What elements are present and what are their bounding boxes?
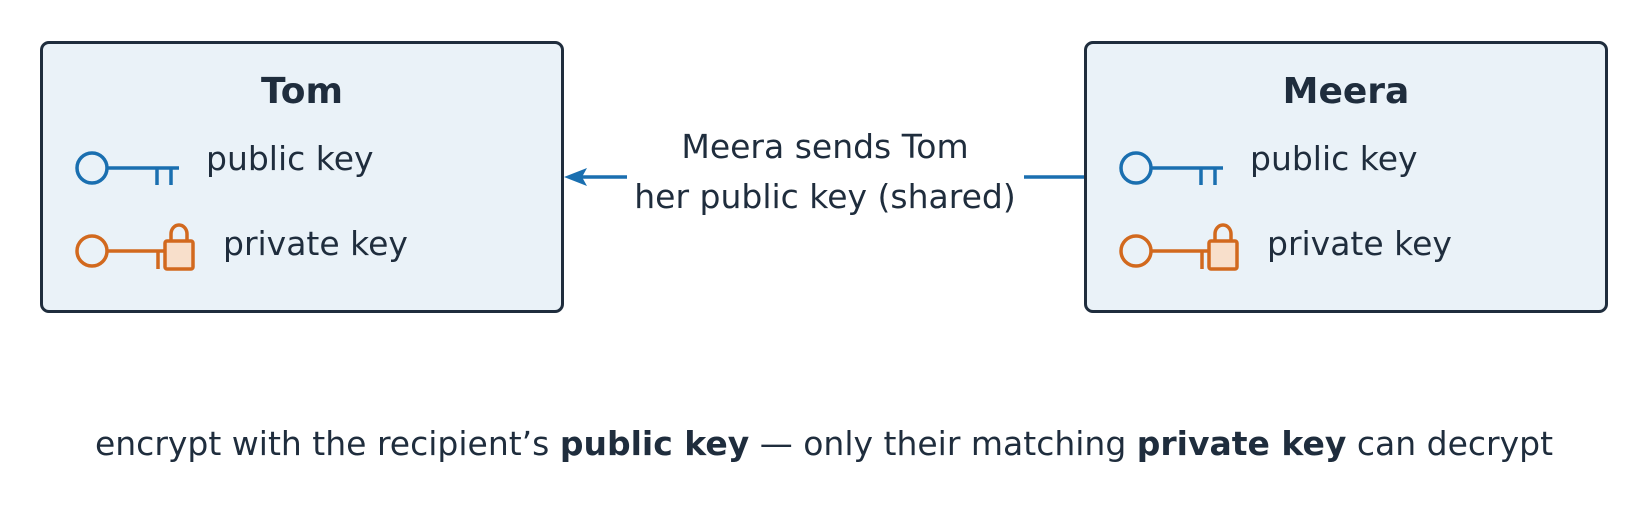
private-key-label: private key: [1267, 224, 1452, 263]
private-key-label: private key: [223, 224, 408, 263]
arrow-label-line1: Meera sends Tom: [681, 127, 969, 166]
panel-title: Tom: [260, 71, 344, 112]
caption-bold-public-key: public key: [559, 424, 750, 463]
meera-panel: Meera public key private key: [1084, 41, 1608, 313]
key-lock-icon: [1119, 223, 1239, 271]
caption: encrypt with the recipient’s public key …: [0, 424, 1648, 463]
public-key-label: public key: [206, 139, 374, 178]
arrow-label: Meera sends Tom her public key (shared): [620, 122, 1030, 222]
caption-part2: — only their matching: [749, 424, 1137, 463]
arrow-label-line2: her public key (shared): [634, 177, 1016, 216]
key-icon: [75, 151, 179, 185]
caption-bold-private-key: private key: [1136, 424, 1347, 463]
public-key-label: public key: [1250, 139, 1418, 178]
key-icon: [1119, 151, 1223, 185]
caption-part3: can decrypt: [1346, 424, 1554, 463]
key-lock-icon: [75, 223, 195, 271]
arrowhead: [564, 168, 587, 186]
panel-title: Meera: [1282, 71, 1410, 112]
tom-panel: Tom public key private key: [40, 41, 564, 313]
caption-part1: encrypt with the recipient’s: [94, 424, 560, 463]
